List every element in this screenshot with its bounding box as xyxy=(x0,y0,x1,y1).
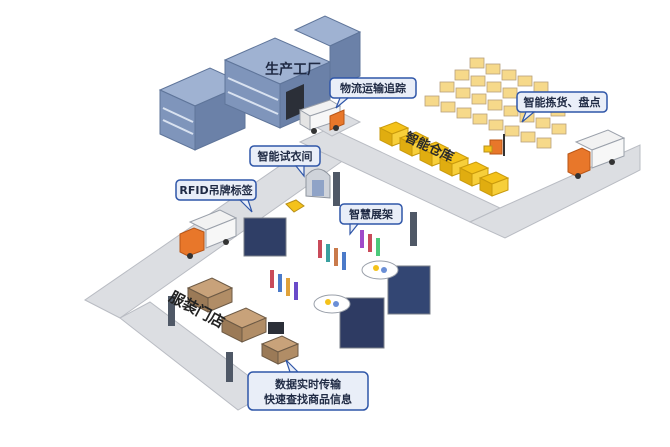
callout-rfid: RFID吊牌标签 xyxy=(175,179,257,213)
forklift xyxy=(483,134,505,156)
callout-shelf: 智慧展架 xyxy=(339,203,403,236)
factory-label: 生产工厂 xyxy=(265,61,321,78)
callout-data-line2: 快速查找商品信息 xyxy=(263,392,352,406)
road-network xyxy=(84,105,641,411)
callout-shelf-text: 智慧展架 xyxy=(349,207,393,221)
callout-fitting: 智能试衣间 xyxy=(249,145,321,178)
callout-picking-text: 智能拣货、盘点 xyxy=(524,95,601,109)
callout-data-line1: 数据实时传输 xyxy=(275,377,342,391)
callout-logistics: 物流运输追踪 xyxy=(329,77,417,109)
truck-right xyxy=(567,129,626,179)
callout-fitting-text: 智能试衣间 xyxy=(258,149,313,163)
warehouse-boxes xyxy=(378,121,510,197)
callout-data: 数据实时传输 快速查找商品信息 xyxy=(247,359,369,411)
callout-picking: 智能拣货、盘点 xyxy=(516,91,608,123)
truck-left xyxy=(179,209,238,259)
truck-factory xyxy=(298,99,345,134)
callout-rfid-text: RFID吊牌标签 xyxy=(179,183,253,197)
callout-logistics-text: 物流运输追踪 xyxy=(340,81,406,95)
store-floor xyxy=(168,168,431,382)
